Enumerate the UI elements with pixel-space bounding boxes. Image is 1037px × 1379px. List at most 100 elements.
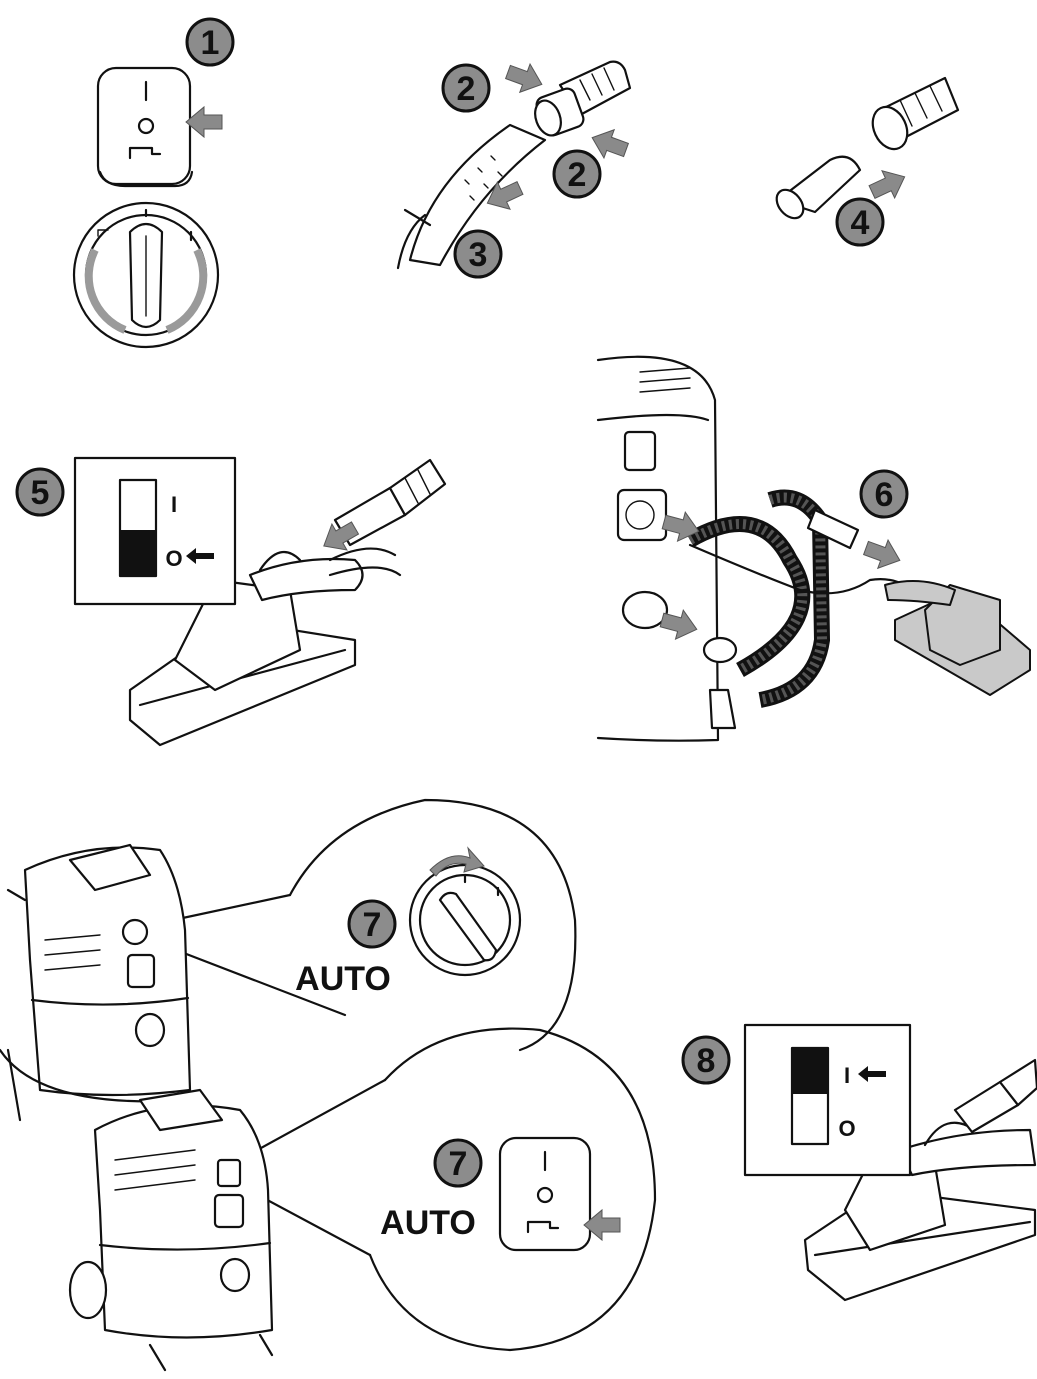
- step-number-2b: 2: [568, 156, 587, 194]
- hose-cuff-6: [702, 636, 738, 664]
- hose-texture: [464, 155, 503, 201]
- step-1-group: 1: [72, 17, 235, 349]
- step-number-6: 6: [875, 476, 894, 514]
- hose-nozzle-6: [806, 508, 860, 550]
- step-7-group: 7 AUTO 7 AUTO: [0, 798, 657, 1372]
- hose-main-6: [758, 489, 831, 708]
- step-number-8: 8: [697, 1042, 716, 1080]
- vacuum-switch-6: [623, 430, 657, 472]
- tool-cable-5: [328, 547, 402, 577]
- power-tool-icon: [128, 146, 162, 160]
- step-badge-2a: [441, 63, 491, 113]
- vacuum-top-band-7: [30, 996, 190, 1006]
- step-number-4: 4: [851, 204, 870, 242]
- step-badge-3: [453, 229, 503, 279]
- hose-clip: [403, 208, 432, 227]
- vacuum-vents-6: [639, 367, 691, 393]
- step-number-5: 5: [31, 474, 50, 512]
- vacuum-top-vents-7: [44, 934, 101, 971]
- power-tool-icon: [526, 1220, 560, 1234]
- rocker-pressed-off: [120, 530, 156, 576]
- tool-hose: [408, 123, 547, 267]
- suction-port-6: [621, 590, 669, 630]
- step-5-group: 5 I O: [15, 456, 447, 747]
- vacuum-top-socket-7: [126, 953, 156, 989]
- tool-handle-5: [248, 557, 364, 602]
- hose-coil-ribs-6: [687, 519, 808, 675]
- vacuum-top-handle-7: [68, 843, 152, 892]
- step-badge-7b: [433, 1138, 483, 1188]
- switch-panel-7: [498, 1136, 592, 1252]
- hose-5: [388, 458, 447, 517]
- vacuum-bottom-socket-7: [213, 1193, 245, 1229]
- off-arrow-icon: [186, 548, 214, 564]
- hose-opening: [534, 99, 562, 137]
- push-arrow-icon: [657, 605, 702, 645]
- vacuum-body-6: [596, 355, 720, 742]
- dial-arc-left: [84, 248, 127, 334]
- vacuum-top-dial-7: [121, 918, 149, 946]
- step-badge-5: [15, 467, 65, 517]
- vacuum-top-port-7: [134, 1012, 166, 1048]
- hose-ribs-5: [404, 469, 431, 504]
- vacuum-bottom-port-7: [219, 1257, 251, 1293]
- step-4-group: 4: [775, 76, 960, 247]
- auto-label-switch: AUTO: [380, 1204, 476, 1242]
- step-number-2a: 2: [457, 70, 476, 108]
- on-symbol-8: I: [844, 1063, 850, 1088]
- auto-label-dial: AUTO: [295, 960, 391, 998]
- vacuum-top-7: [23, 846, 192, 1097]
- hose-cable: [396, 213, 427, 270]
- hose-ribs: [579, 67, 615, 101]
- socket-ring-6: [625, 500, 655, 530]
- push-arrow-icon: [185, 106, 223, 138]
- vacuum-bottom-7: [93, 1104, 274, 1339]
- vacuum-bottom-handle-7: [138, 1088, 224, 1132]
- tool-handle-6: [884, 580, 956, 606]
- tool-handle-8: [898, 1128, 1037, 1177]
- step-badge-6: [859, 469, 909, 519]
- step-badge-7a: [347, 899, 397, 949]
- off-mark-1: [137, 117, 155, 135]
- push-arrow-icon: [502, 57, 548, 99]
- hose-ribs-4: [899, 85, 943, 127]
- dial-tool-mark: [97, 229, 109, 237]
- switch-panel-1: [96, 66, 192, 186]
- step-badge-2b: [552, 149, 602, 199]
- hose-8: [998, 1058, 1037, 1107]
- vacuum-bottom-wheel-7: [68, 1260, 108, 1320]
- step-number-7b: 7: [449, 1145, 468, 1183]
- vacuum-socket-6: [616, 488, 668, 542]
- callout-bubble-bottom: [368, 1027, 657, 1352]
- vacuum-bottom-switch-7: [216, 1158, 242, 1188]
- step-8-group: 8 I O: [681, 1023, 1037, 1302]
- step-badge-4: [835, 197, 885, 247]
- step-badge-1: [185, 17, 235, 67]
- off-symbol-8: O: [838, 1116, 855, 1141]
- push-arrow-icon: [860, 533, 906, 575]
- vacuum-top-wheel-7: [6, 888, 27, 1122]
- hose-clip-6: [708, 688, 737, 730]
- step-number-3: 3: [469, 236, 488, 274]
- step-2-3-group: 2 2 3: [396, 57, 632, 279]
- rocker-pressed-on: [792, 1048, 828, 1094]
- panel-shadow-1: [98, 170, 194, 188]
- callout-bubble-top: [288, 798, 577, 1052]
- off-symbol-5: O: [165, 546, 182, 571]
- vacuum-rim-6: [596, 413, 710, 422]
- dial-knob-7: [438, 891, 498, 962]
- on-arrow-icon: [858, 1066, 886, 1082]
- dial-arc-right: [165, 248, 208, 334]
- hose-opening-4: [871, 105, 909, 151]
- rotate-arrow-icon: [429, 846, 485, 877]
- tool-base-edge-8: [813, 1220, 1032, 1257]
- off-mark-7: [536, 1186, 554, 1204]
- step-number-1: 1: [201, 24, 220, 62]
- step-6-group: 6: [596, 355, 1031, 742]
- step-number-7a: 7: [363, 906, 382, 944]
- vacuum-bottom-vents-7: [114, 1149, 196, 1191]
- adapter-end-4: [775, 188, 805, 220]
- vacuum-bottom-band-7: [98, 1241, 272, 1251]
- tool-trigger-5: [258, 550, 302, 572]
